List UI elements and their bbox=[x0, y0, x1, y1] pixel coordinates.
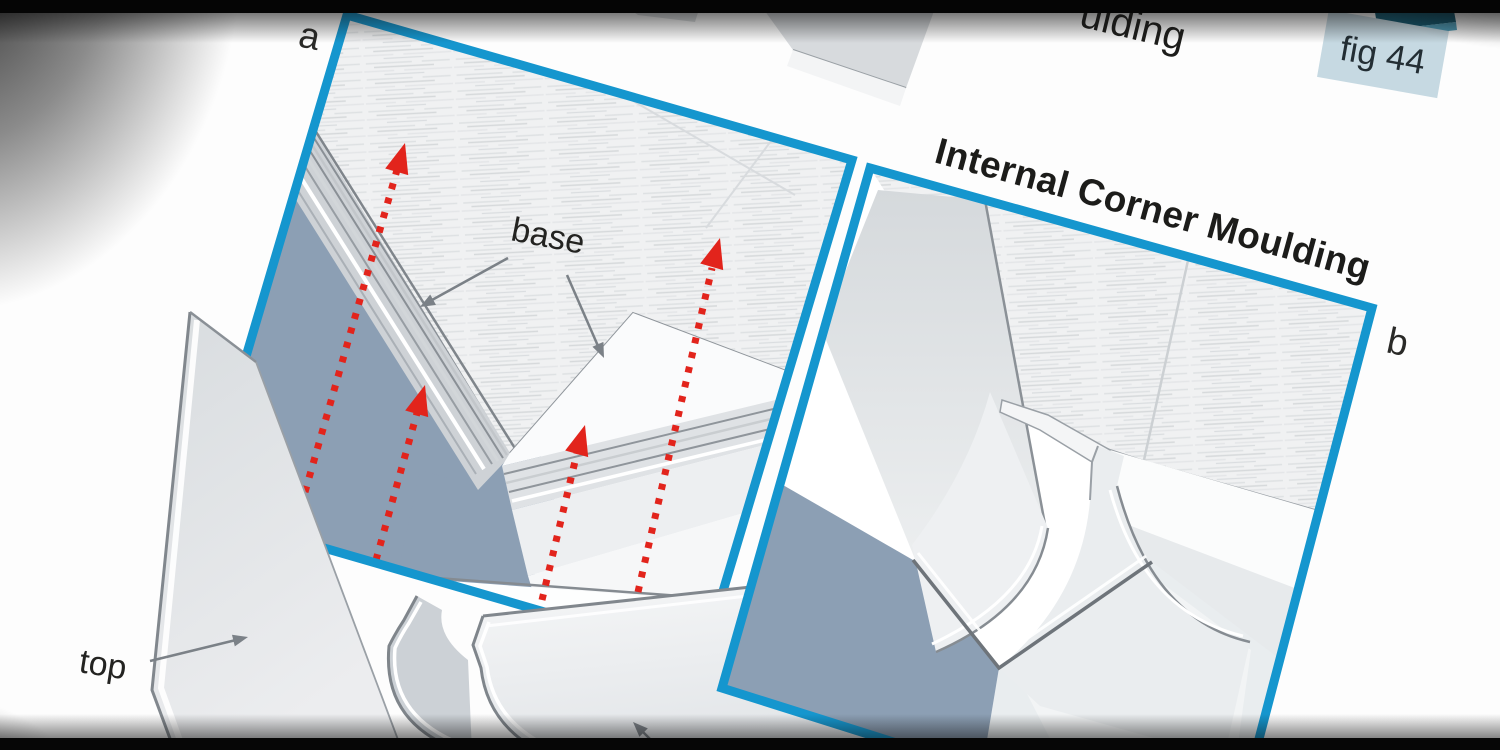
cove-piece-left bbox=[386, 595, 472, 750]
top-label: top bbox=[77, 642, 130, 687]
cropped-gray-shape-large bbox=[757, 0, 938, 106]
panel-b-border bbox=[716, 162, 1378, 750]
red-arrow-4 bbox=[634, 267, 716, 593]
corner-cove-moulding bbox=[911, 392, 1251, 750]
cropped-title-fragment: ulding bbox=[1076, 0, 1190, 60]
panel-label-a: a bbox=[295, 14, 324, 58]
worktop-front-edge-b bbox=[1110, 450, 1322, 660]
panel-label-b: b bbox=[1383, 320, 1412, 364]
base-arrow-right-line bbox=[565, 274, 600, 347]
red-arrow-3 bbox=[538, 452, 581, 601]
cropped-gray-shape-small bbox=[617, 0, 702, 22]
wall-face-b bbox=[722, 470, 999, 750]
base-arrow-left-line bbox=[431, 256, 509, 302]
panel-b bbox=[716, 162, 1378, 750]
top-callout-arrowhead bbox=[232, 634, 248, 647]
base-callout-arrows bbox=[431, 256, 600, 347]
